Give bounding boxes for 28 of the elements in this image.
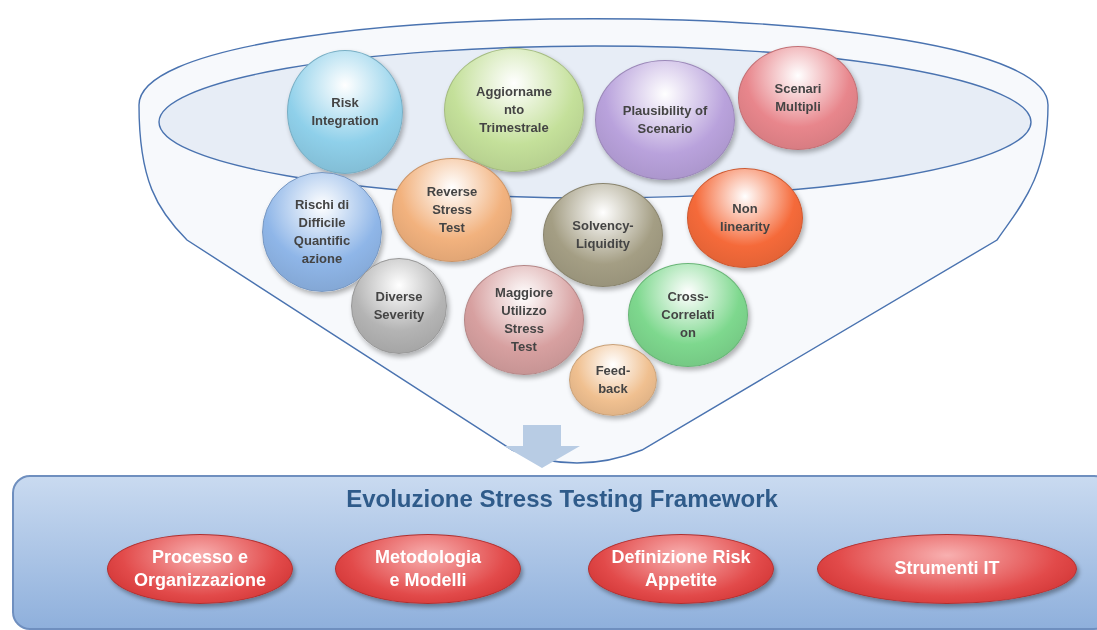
bubble-circle: [569, 344, 657, 416]
bubble-label: Risk Integration: [310, 93, 380, 130]
pill-label: Strumenti IT: [893, 557, 1001, 581]
pill-label: Processo e Organizzazione: [133, 545, 267, 592]
bubble-label: Feed- back: [594, 361, 632, 398]
bubble-label: Plausibility of Scenario: [621, 101, 709, 138]
pill-label: Definizione Risk Appetite: [611, 545, 751, 592]
bubble-label: Cross- Correlati on: [660, 287, 716, 343]
bubble-label: Solvency- Liquidity: [571, 216, 635, 253]
framework-panel: [12, 475, 1097, 630]
bubble-circle: [392, 158, 512, 262]
bubble-label: Diverse Severity: [372, 287, 426, 324]
bubble-circle: [543, 183, 663, 287]
bubble-label: Non linearity: [719, 199, 771, 236]
bubble-circle: [464, 265, 584, 375]
bubble-circle: [687, 168, 803, 268]
bubble-label: Maggiore Utilizzo Stress Test: [494, 283, 554, 357]
bubble-circle: [444, 48, 584, 172]
panel-title: Evoluzione Stress Testing Framework: [345, 485, 779, 513]
bubble-label: Scenari Multipli: [773, 79, 823, 116]
bubble-label: Reverse Stress Test: [425, 182, 479, 238]
bubble-label: Aggiorname nto Trimestrale: [475, 82, 553, 138]
bubble-circle: [628, 263, 748, 367]
pill-label: Metodologia e Modelli: [374, 545, 482, 592]
bubble-circle: [262, 172, 382, 292]
bubble-label: Rischi di Difficile Quantific azione: [292, 195, 352, 269]
bubble-circle: [738, 46, 858, 150]
bubble-circle: [351, 258, 447, 354]
